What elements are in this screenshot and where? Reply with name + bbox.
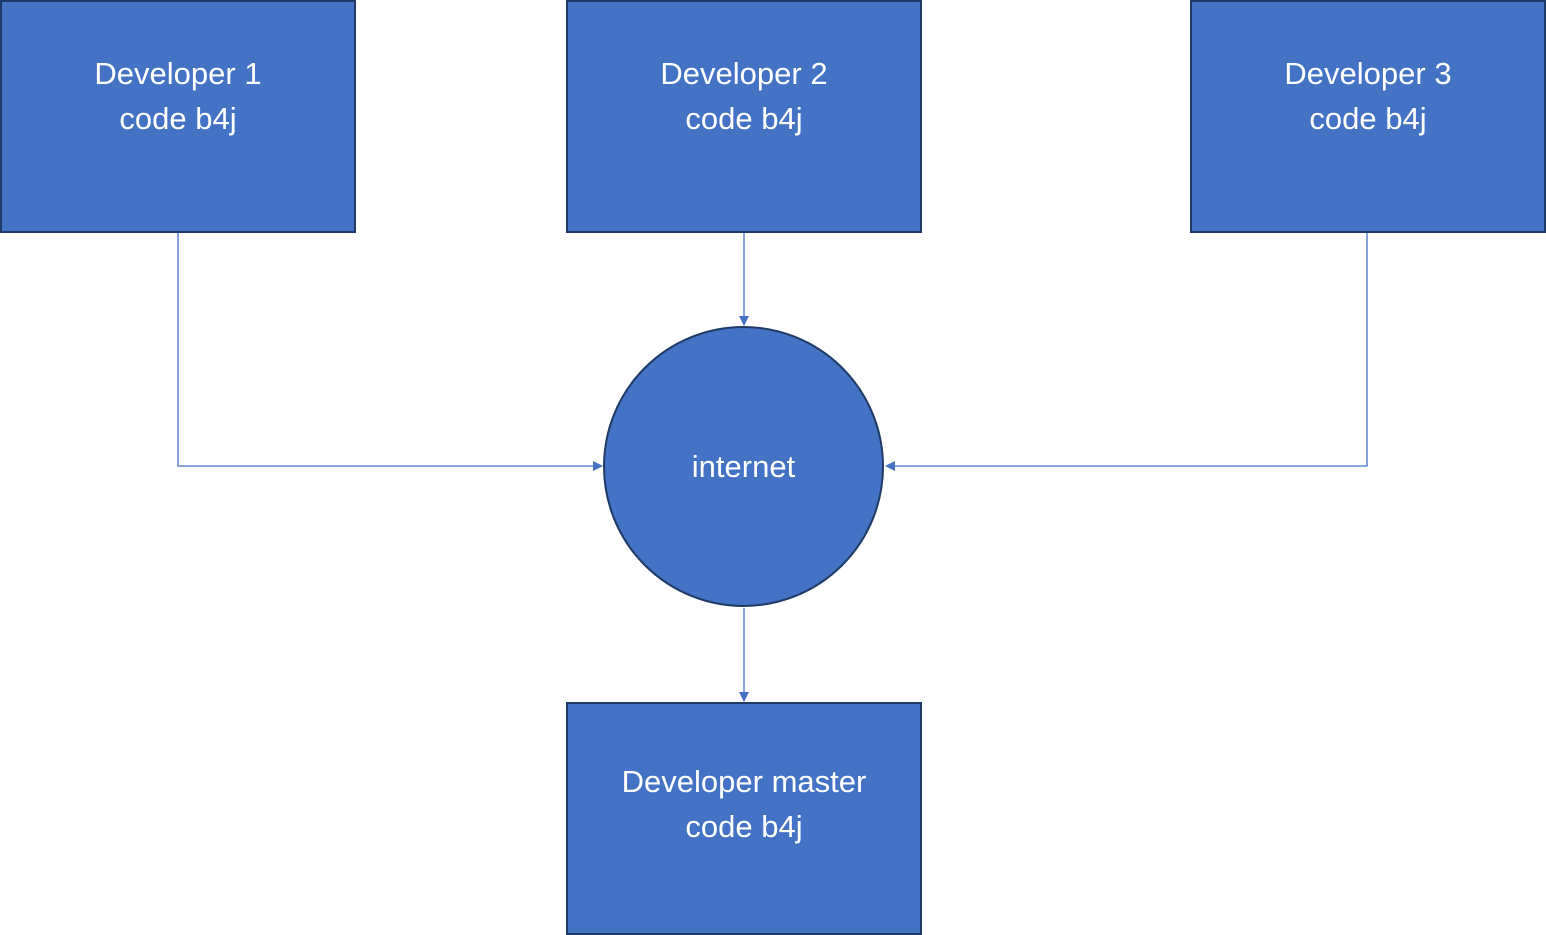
developer-3-label: Developer 3 code b4j: [1284, 51, 1451, 141]
developer-1-name: Developer 1: [94, 55, 262, 91]
developer-2-name: Developer 2: [660, 55, 828, 91]
internet-label: internet: [692, 444, 795, 489]
developer-1-code: code b4j: [119, 100, 237, 136]
edge-developer1-internet: [177, 233, 603, 471]
developer-master-label: Developer master code b4j: [622, 759, 867, 849]
developer-master-name: Developer master: [621, 763, 867, 799]
developer-1-box[interactable]: Developer 1 code b4j: [0, 0, 356, 233]
developer-1-label: Developer 1 code b4j: [94, 51, 261, 141]
developer-3-name: Developer 3: [1284, 55, 1452, 91]
developer-3-code: code b4j: [1309, 100, 1427, 136]
developer-2-code: code b4j: [685, 100, 803, 136]
internet-circle[interactable]: internet: [603, 326, 884, 607]
developer-master-code: code b4j: [685, 808, 803, 844]
developer-3-box[interactable]: Developer 3 code b4j: [1190, 0, 1546, 233]
developer-2-label: Developer 2 code b4j: [660, 51, 827, 141]
internet-text: internet: [691, 449, 796, 484]
developer-master-box[interactable]: Developer master code b4j: [566, 702, 922, 935]
developer-2-box[interactable]: Developer 2 code b4j: [566, 0, 922, 233]
edge-developer3-internet: [885, 233, 1368, 471]
